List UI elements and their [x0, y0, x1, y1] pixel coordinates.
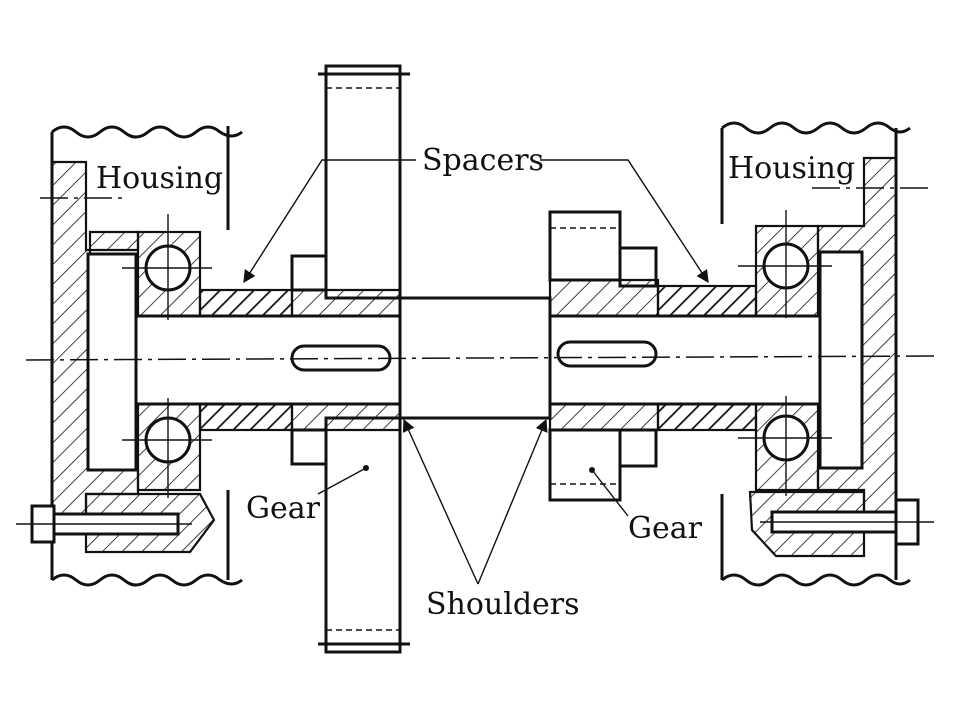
gear-leaders [317, 465, 629, 517]
label-shoulders: Shoulders [426, 587, 580, 622]
shoulders-leaders [402, 418, 548, 585]
right-gear [548, 210, 660, 502]
label-gear-left: Gear [246, 491, 321, 526]
left-bolt [16, 504, 192, 544]
label-spacers: Spacers [422, 143, 544, 178]
label-housing-left: Housing [96, 161, 223, 196]
right-keyway [556, 340, 658, 368]
spacers-leaders [243, 159, 709, 284]
shaft-centerline [25, 355, 935, 361]
label-housing-right: Housing [728, 151, 855, 186]
left-bearing [122, 214, 212, 498]
right-bearing [738, 210, 832, 496]
right-housing [720, 121, 911, 587]
label-gear-right: Gear [628, 511, 703, 546]
left-gear [290, 64, 410, 654]
right-spacer [656, 284, 758, 432]
right-bolt [760, 498, 934, 546]
